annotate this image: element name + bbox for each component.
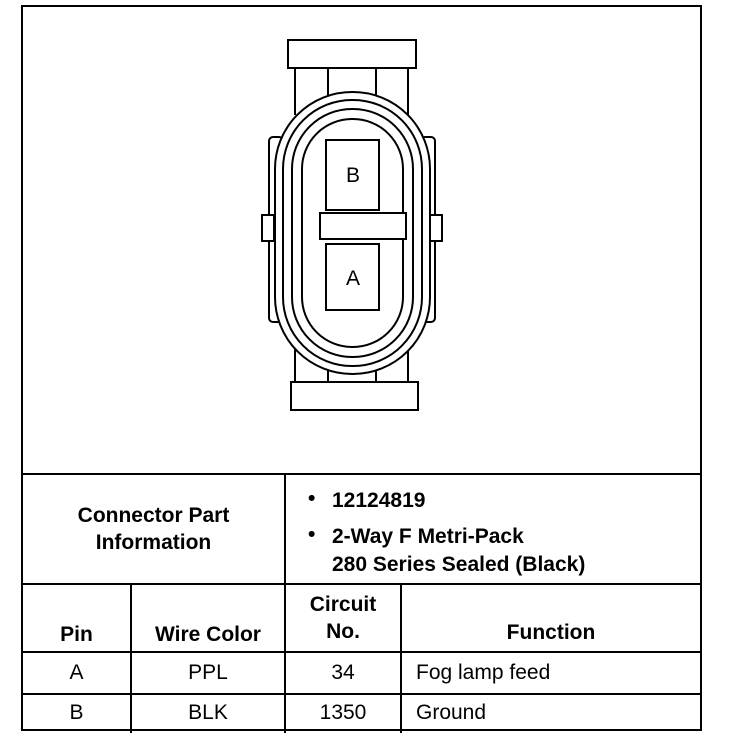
column-divider-circuit	[400, 583, 402, 733]
bullet-icon: •	[308, 523, 316, 546]
right-tab	[429, 214, 443, 242]
connector-face-drawing: B A	[23, 7, 700, 473]
part-info-item-description: • 2-Way F Metri-Pack 280 Series Sealed (…	[308, 523, 585, 579]
bullet-icon: •	[308, 487, 316, 510]
part-info-label-line1: Connector Part	[77, 504, 230, 527]
part-description-line1: 2-Way F Metri-Pack	[332, 525, 524, 548]
row-b-circuit: 1350	[319, 701, 367, 724]
header-wire-color: Wire Color	[155, 623, 261, 646]
divider-drawing-table	[23, 473, 700, 475]
cavity-a-label: A	[346, 267, 360, 290]
part-description: 2-Way F Metri-Pack 280 Series Sealed (Bl…	[332, 523, 585, 579]
center-rib	[319, 212, 407, 240]
row-a-function: Fog lamp feed	[416, 661, 551, 684]
left-tab	[261, 214, 275, 242]
cavity-b	[325, 139, 380, 211]
column-divider-info	[284, 473, 286, 733]
header-function: Function	[506, 621, 596, 644]
header-circuit-no: Circuit No.	[286, 585, 400, 651]
column-divider-pin	[130, 583, 132, 733]
part-info-label-line2: Information	[95, 531, 212, 554]
divider-header-row-a	[23, 651, 700, 653]
part-info-item-number: • 12124819	[308, 487, 425, 515]
row-a-wire-color: PPL	[188, 661, 228, 684]
row-b-wire-color: BLK	[188, 701, 228, 724]
header-pin: Pin	[60, 623, 93, 646]
header-circuit-line1: Circuit	[309, 593, 377, 616]
part-info-list: • 12124819 • 2-Way F Metri-Pack 280 Seri…	[286, 475, 700, 583]
row-b-function: Ground	[416, 701, 487, 724]
part-number: 12124819	[332, 489, 426, 512]
top-latch	[287, 39, 417, 69]
cavity-b-label: B	[346, 164, 360, 187]
row-b-pin: B	[69, 701, 84, 724]
cavity-a	[325, 243, 380, 311]
bottom-latch	[290, 381, 419, 411]
part-info-label: Connector Part Information	[23, 475, 284, 583]
row-a-pin: A	[69, 661, 84, 684]
part-description-line2: 280 Series Sealed (Black)	[332, 553, 586, 576]
divider-info-header	[23, 583, 700, 585]
divider-row-a-row-b	[23, 693, 700, 695]
row-a-circuit: 34	[331, 661, 355, 684]
header-circuit-line2: No.	[326, 620, 360, 643]
connector-info-sheet: B A Connector Part Information • 1212481…	[21, 5, 702, 733]
